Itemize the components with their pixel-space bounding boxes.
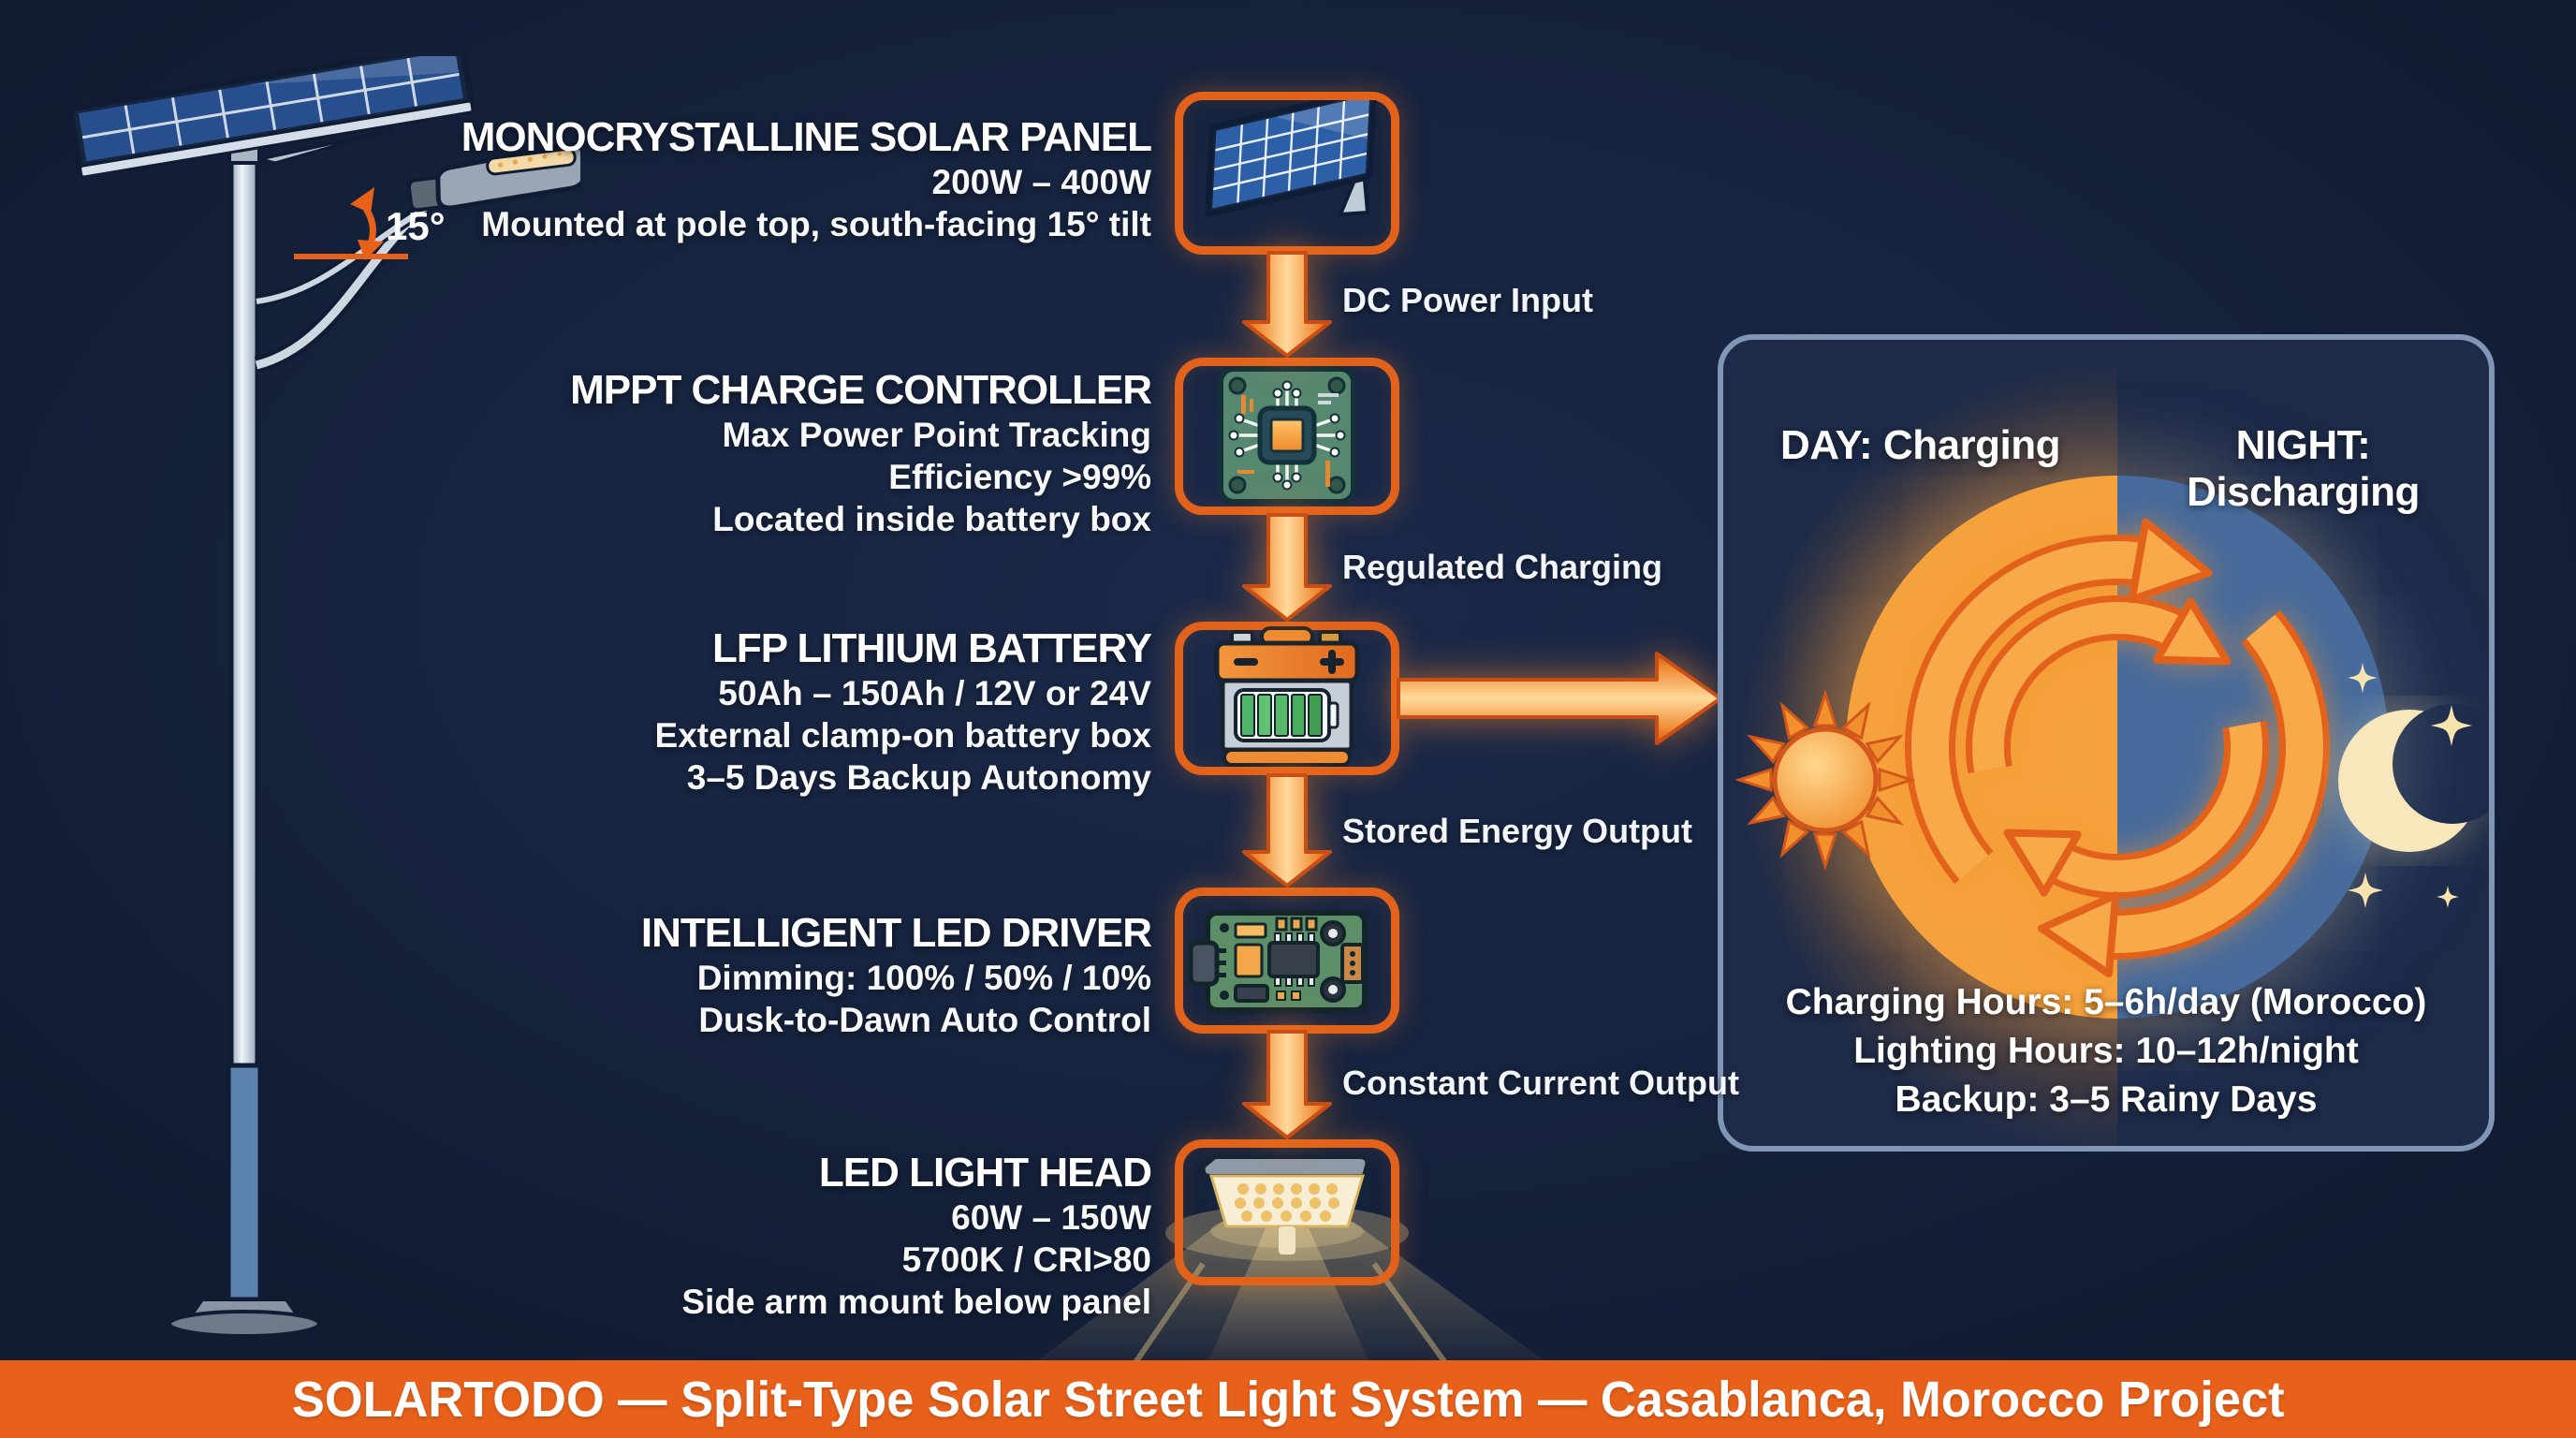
- night-header: NIGHT: Discharging: [2187, 422, 2420, 515]
- flow-box-mppt: [1175, 358, 1399, 515]
- tilt-angle-label: 15°: [386, 204, 446, 248]
- lamp-brace: [256, 205, 429, 304]
- tilt-arrow-down-icon: [358, 240, 384, 260]
- flow-box-led-head: [1175, 1139, 1399, 1285]
- battery-icon: [1214, 626, 1360, 767]
- pole-solar-panel: [67, 56, 476, 179]
- street-light-pole-illustration: 15°: [67, 56, 580, 1338]
- pole-base-plate: [168, 1310, 321, 1338]
- step-block-led-driver: INTELLIGENT LED DRIVER Dimming: 100% / 5…: [440, 910, 1152, 1041]
- sun-icon: [1734, 689, 1916, 871]
- step-line: Located inside battery box: [712, 500, 1151, 538]
- panel-strut: [259, 127, 394, 165]
- step-title: MPPT CHARGE CONTROLLER: [570, 367, 1152, 413]
- step-line: External clamp-on battery box: [654, 716, 1151, 755]
- star-sparkles-icon: [2348, 663, 2472, 908]
- connector-label-constant-current: Constant Current Output: [1342, 1064, 1739, 1102]
- mppt-chip-icon: [1218, 366, 1356, 505]
- step-title: INTELLIGENT LED DRIVER: [640, 910, 1152, 956]
- arrow-down-icon: [1242, 1030, 1332, 1139]
- moon-and-stars-icon: [2338, 663, 2481, 908]
- pole-lamp-head: [406, 142, 580, 213]
- footer-banner: SOLARTODO — Split-Type Solar Street Ligh…: [0, 1360, 2576, 1438]
- step-line: 50Ah – 150Ah / 12V or 24V: [718, 674, 1151, 712]
- step-line: 200W – 400W: [931, 163, 1151, 201]
- connector-label-stored-energy: Stored Energy Output: [1342, 812, 1693, 850]
- lighting-hours-stat: Lighting Hours: 10–12h/night: [1853, 1031, 2359, 1071]
- arrow-down-icon: [1242, 773, 1332, 888]
- step-block-led-head: LED LIGHT HEAD 60W – 150W 5700K / CRI>80…: [440, 1150, 1152, 1323]
- step-block-battery: LFP LITHIUM BATTERY 50Ah – 150Ah / 12V o…: [440, 625, 1152, 799]
- flow-box-led-driver: [1175, 888, 1399, 1034]
- step-line: Dusk-to-Dawn Auto Control: [698, 1001, 1151, 1039]
- arrow-right-icon: [1397, 652, 1722, 745]
- connector-label-regulated-charging: Regulated Charging: [1342, 548, 1663, 586]
- step-line: 5700K / CRI>80: [901, 1240, 1151, 1279]
- connector-label-dc-power: DC Power Input: [1342, 281, 1593, 319]
- solar-panel-icon: [1205, 100, 1378, 217]
- led-driver-board-icon: [1188, 910, 1368, 1013]
- arrow-down-icon: [1242, 251, 1332, 358]
- led-light-head-icon: [1201, 1155, 1369, 1255]
- backup-days-stat: Backup: 3–5 Rainy Days: [1895, 1079, 2318, 1120]
- step-line: Mounted at pole top, south-facing 15° ti…: [481, 205, 1151, 243]
- cycle-arrows-icon: [1904, 518, 2330, 978]
- flow-box-solar-panel: [1175, 92, 1399, 255]
- footer-title: SOLARTODO — Split-Type Solar Street Ligh…: [291, 1371, 2285, 1428]
- cycle-stats: Charging Hours: 5–6h/day (Morocco) Light…: [1723, 978, 2489, 1124]
- day-header: DAY: Charging: [1779, 422, 2061, 468]
- step-title: MONOCRYSTALLINE SOLAR PANEL: [461, 114, 1152, 160]
- step-line: 3–5 Days Backup Autonomy: [686, 758, 1151, 797]
- step-block-mppt: MPPT CHARGE CONTROLLER Max Power Point T…: [440, 367, 1152, 540]
- step-title: LED LIGHT HEAD: [818, 1150, 1152, 1196]
- day-night-cycle-panel: DAY: Charging NIGHT: Discharging Chargin…: [1718, 334, 2495, 1152]
- flow-box-battery: [1175, 622, 1399, 775]
- step-line: 60W – 150W: [951, 1198, 1151, 1237]
- step-line: Dimming: 100% / 50% / 10%: [696, 959, 1151, 997]
- step-title: LFP LITHIUM BATTERY: [711, 625, 1152, 671]
- step-block-solar-panel: MONOCRYSTALLINE SOLAR PANEL 200W – 400W …: [440, 114, 1152, 245]
- step-line: Max Power Point Tracking: [722, 416, 1151, 454]
- step-line: Side arm mount below panel: [681, 1283, 1151, 1321]
- step-line: Efficiency >99%: [888, 458, 1151, 496]
- charging-hours-stat: Charging Hours: 5–6h/day (Morocco): [1785, 982, 2427, 1022]
- pole-lower-section: [226, 1063, 263, 1302]
- arrow-down-icon: [1242, 513, 1332, 622]
- tilt-arrow-up-icon: [350, 187, 374, 213]
